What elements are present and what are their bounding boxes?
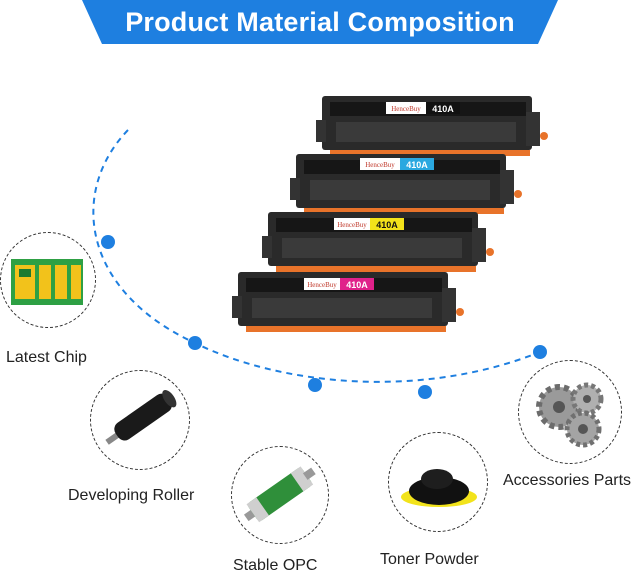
component-label: Developing Roller [68,487,195,504]
roller-icon [105,390,177,445]
toner-cartridge-magenta: HenceBuy 410A [232,272,464,332]
model-label: 410A [346,280,368,290]
opc-drum-icon [243,466,316,523]
model-label: 410A [406,160,428,170]
toner-powder-icon [401,469,477,507]
chip-circle [0,232,96,328]
gears-icon [536,382,604,448]
connector-dot [308,378,322,392]
brand-label: HenceBuy [307,281,337,289]
model-label: 410A [376,220,398,230]
component-label: Stable OPC [233,557,318,574]
chip-icon [11,259,83,305]
title-banner [82,0,558,44]
opc-circle [231,446,329,544]
component-label: Accessories Parts [503,472,632,489]
page-title: Product Material Composition [125,6,515,37]
toner-cartridge-cyan: HenceBuy 410A [290,154,522,214]
brand-label: HenceBuy [337,221,367,229]
connector-dot [418,385,432,399]
connector-dot [533,345,547,359]
component-label: Toner Powder [380,551,479,568]
toner-powder-circle [388,432,488,532]
connector-dot [188,336,202,350]
accessories-circle [518,360,622,464]
toner-cartridge-yellow: HenceBuy 410A [262,212,494,272]
model-label: 410A [432,104,454,114]
brand-label: HenceBuy [391,105,421,113]
roller-circle [90,370,190,470]
brand-label: HenceBuy [365,161,395,169]
connector-dot [101,235,115,249]
component-label: Latest Chip [6,349,87,366]
toner-cartridge-black: HenceBuy 410A [316,96,548,156]
